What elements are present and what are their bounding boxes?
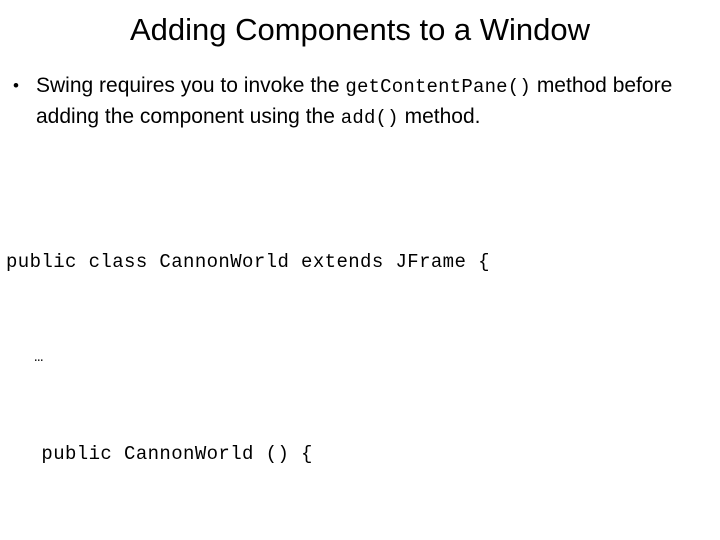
bullet-text-segment-2: method before adding the component using… <box>36 74 673 128</box>
code-block: public class CannonWorld extends JFrame … <box>6 182 706 540</box>
bullet-list: • Swing requires you to invoke the getCon… <box>8 71 720 133</box>
inline-code-add: add() <box>340 107 399 129</box>
code-line: public CannonWorld () { <box>6 443 313 465</box>
bullet-marker-icon: • <box>13 76 19 95</box>
list-item: • Swing requires you to invoke the getCon… <box>8 71 720 133</box>
page-title: Adding Components to a Window <box>129 12 591 47</box>
code-line: … <box>6 349 44 366</box>
bullet-text-segment-0: Swing requires you to invoke the <box>36 74 346 97</box>
code-line: public class CannonWorld extends JFrame … <box>6 251 490 273</box>
bullet-text-segment-4: method. <box>398 105 481 128</box>
code-line: … <box>6 534 706 540</box>
inline-code-get-content-pane: getContentPane() <box>345 76 531 98</box>
